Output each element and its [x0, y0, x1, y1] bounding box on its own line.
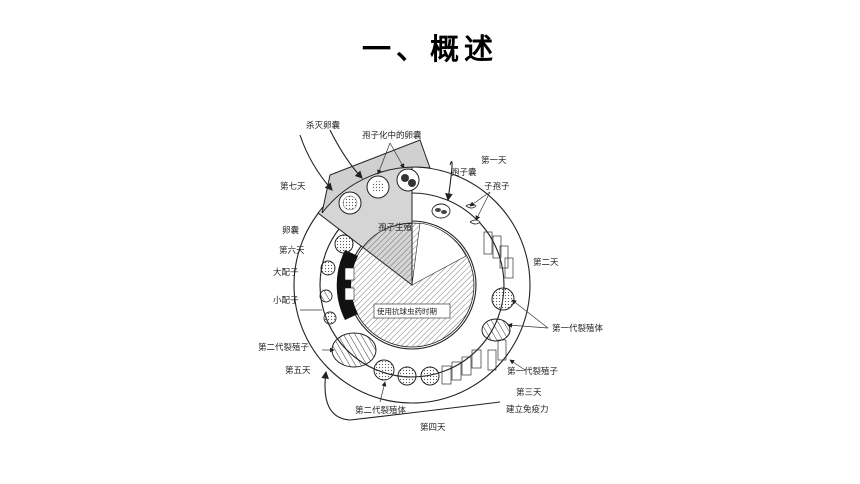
epithelial-cells	[483, 231, 514, 371]
drug-period-label: 使用抗球虫药时期	[377, 306, 437, 316]
oocyst-icon	[396, 168, 420, 192]
label-macrogamete: 大配子	[273, 267, 299, 278]
gametogony-band	[336, 250, 358, 320]
label-microgamete: 小配子	[273, 295, 299, 306]
label-day3: 第三天	[516, 387, 542, 398]
epithelial-cells	[441, 349, 482, 385]
arrow-sporozoite-2	[475, 191, 491, 221]
arrow-schizont-1	[511, 299, 549, 329]
band-marker-2	[344, 287, 355, 301]
band-marker-1	[344, 267, 355, 281]
label-day5: 第五天	[285, 365, 311, 376]
label-oocyst: 卵囊	[282, 225, 300, 236]
arrow-schizont-2	[507, 322, 549, 329]
arrow-spor-1	[377, 142, 391, 175]
merozoite-icon	[331, 332, 377, 368]
label-second-schizont: 第二代裂殖体	[355, 405, 407, 416]
arrow-bottom-loop	[321, 370, 501, 421]
label-first-merozoite: 第一代裂殖子	[507, 366, 559, 377]
label-first-schizont: 第一代裂殖体	[552, 323, 604, 334]
label-sporocyst: 孢子囊	[451, 167, 477, 178]
arrow-second-schizont	[379, 381, 387, 403]
label-killed-oocyst: 杀灭卵囊	[306, 120, 341, 131]
page-title: 一、概述	[361, 32, 498, 66]
drug-period-label-box	[373, 303, 451, 319]
arrow-top-right	[445, 161, 453, 202]
arrow-killed-2	[329, 129, 363, 179]
label-day7: 第七天	[280, 181, 306, 192]
arrow-sporozoite-1	[469, 191, 491, 207]
schizont-icon	[373, 359, 440, 386]
arrow-spor-2	[389, 142, 405, 169]
oocyst-icon	[366, 175, 390, 199]
sporocyst-icon	[431, 203, 451, 219]
label-sporogony: 孢子生殖	[378, 222, 413, 233]
label-sporulated-oocyst: 孢子化中的卵囊	[362, 130, 422, 141]
arrow-merozoite-1	[509, 359, 526, 371]
label-sporozoite: 子孢子	[484, 181, 510, 192]
label-day2: 第二天	[533, 257, 559, 268]
gamete-icon	[319, 234, 354, 325]
label-immunity: 建立免疫力	[506, 404, 549, 415]
sporozoite-icon	[465, 203, 481, 225]
oocyst-icon	[338, 191, 362, 215]
drug-period-white-sector	[411, 222, 467, 286]
label-day4: 第四天	[420, 422, 446, 433]
schizont-icon	[491, 287, 515, 311]
merozoite-icon	[481, 318, 511, 342]
label-day1: 第一天	[481, 155, 507, 166]
label-day6: 第六天	[279, 245, 305, 256]
label-second-merozoite: 第二代裂殖子	[258, 342, 310, 353]
arrow-killed-1	[299, 134, 333, 191]
outer-gray-tab	[321, 139, 431, 214]
